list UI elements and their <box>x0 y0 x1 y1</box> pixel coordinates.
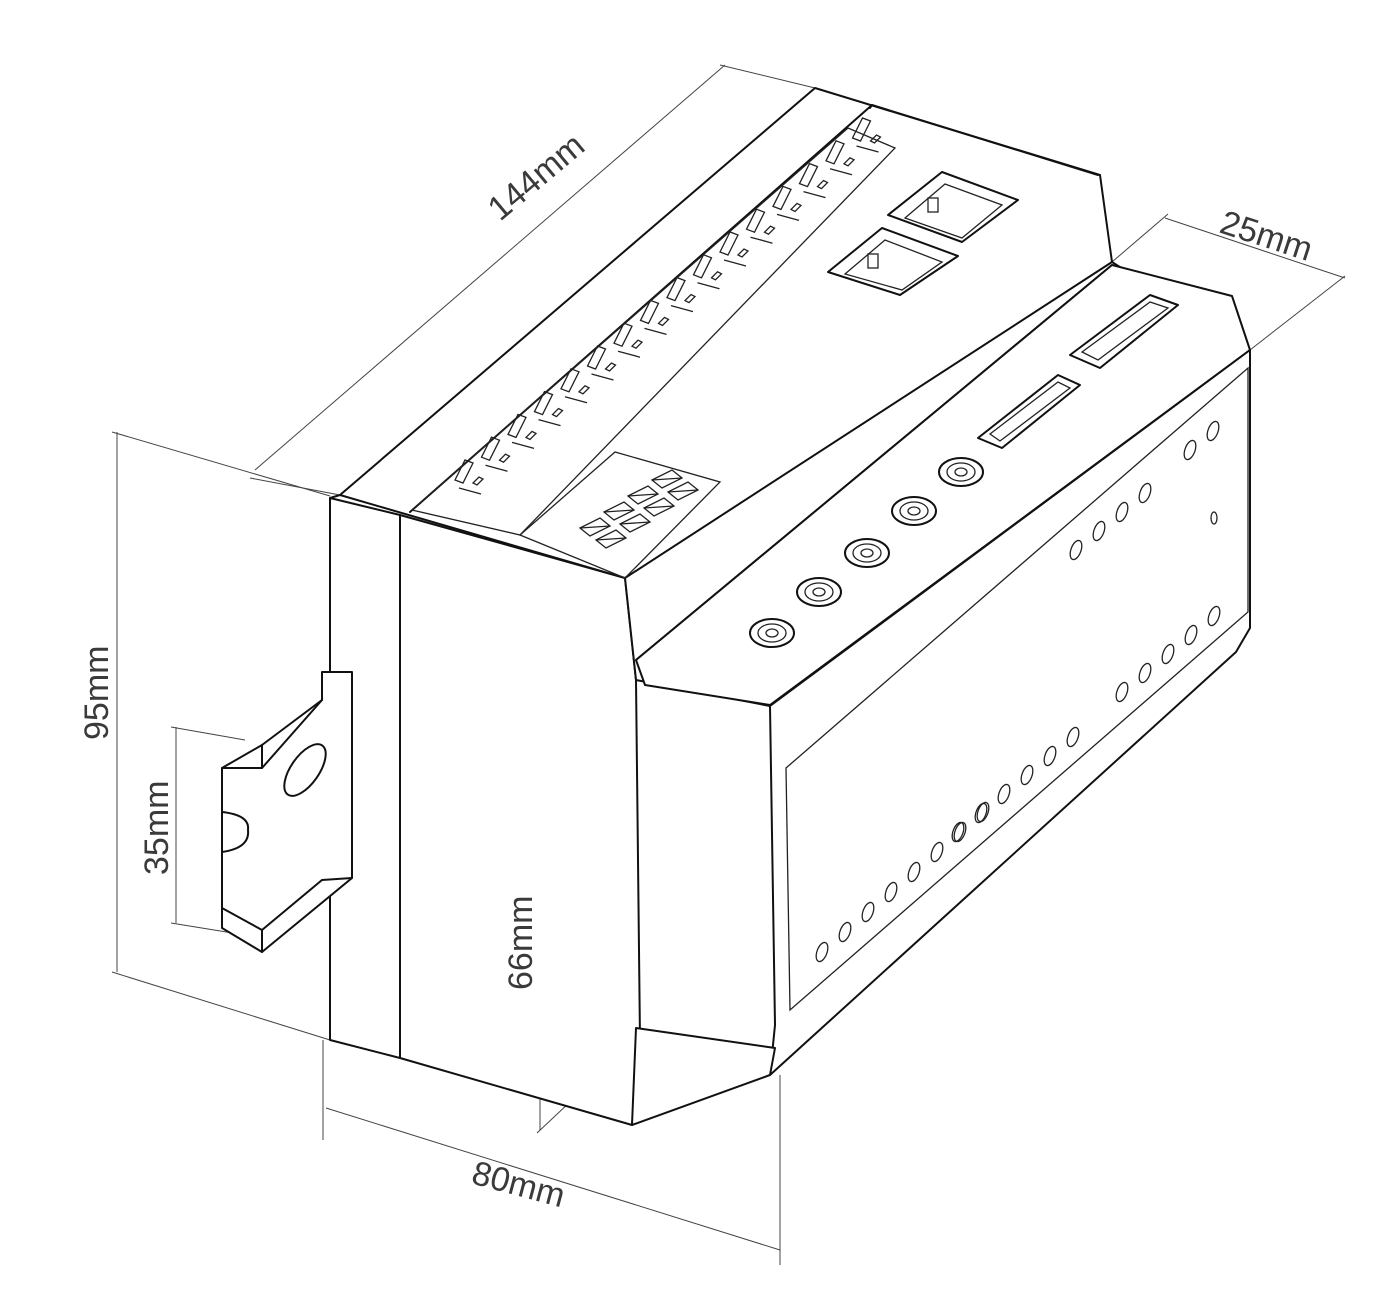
module-housing <box>329 87 1251 1126</box>
front-terminal-holes <box>815 420 1221 963</box>
vent-slot <box>594 529 628 549</box>
terminal-hole <box>838 921 852 943</box>
terminal-pin <box>772 185 803 222</box>
terminal-pin <box>613 322 644 358</box>
status-led <box>796 577 842 607</box>
slot-connector-upper[interactable] <box>1069 294 1179 369</box>
length-dimension-label: 144mm <box>481 126 592 228</box>
terminal-pin <box>586 345 617 381</box>
depth-dimension-label: 80mm <box>468 1154 569 1215</box>
ventilation-grill <box>578 469 700 549</box>
rail-dimension-label: 35mm <box>138 781 176 875</box>
terminal-hole <box>1115 681 1129 703</box>
terminal-hole <box>1207 605 1221 627</box>
terminal-pin <box>692 253 723 290</box>
status-led <box>749 618 795 648</box>
terminal-pin <box>825 139 856 176</box>
terminal-hole <box>1020 764 1034 786</box>
status-led-row <box>749 457 984 648</box>
terminal-hole <box>951 821 965 843</box>
terminal-hole <box>997 783 1011 805</box>
terminal-hole <box>1092 520 1106 542</box>
terminal-hole <box>861 901 875 923</box>
terminal-hole <box>1184 624 1198 646</box>
terminal-hole <box>1206 420 1220 442</box>
terminal-pin <box>454 459 485 495</box>
status-led <box>891 496 937 526</box>
terminal-pin <box>719 231 750 267</box>
vent-slot <box>666 481 700 501</box>
vent-slot <box>626 485 660 505</box>
status-led <box>844 538 890 568</box>
vent-slot <box>650 469 684 489</box>
terminal-pin <box>639 299 670 336</box>
rj45-port-upper[interactable] <box>887 171 1019 243</box>
terminal-hole <box>1069 539 1083 561</box>
terminal-pin <box>480 436 511 472</box>
vent-slot <box>618 513 652 533</box>
terminal-pin <box>560 367 591 404</box>
terminal-hole <box>1115 501 1129 523</box>
terminal-hole <box>815 941 829 963</box>
terminal-hole <box>1210 511 1218 525</box>
terminal-pin <box>745 208 776 244</box>
terminal-pin <box>798 162 829 199</box>
terminal-pin <box>507 413 538 450</box>
terminal-hole <box>1043 745 1057 767</box>
terminal-hole <box>1161 643 1175 665</box>
vent-slot <box>642 497 676 517</box>
terminal-hole <box>1183 439 1197 461</box>
rj45-port-lower[interactable] <box>827 227 959 296</box>
din-rail <box>221 671 353 953</box>
height-dimension-label: 95mm <box>78 646 116 740</box>
vent-slot <box>602 501 636 521</box>
terminal-hole <box>1138 662 1152 684</box>
terminal-hole <box>1066 726 1080 748</box>
status-led <box>938 457 984 487</box>
terminal-hole <box>907 861 921 883</box>
terminal-hole <box>930 841 944 863</box>
slot-connector-lower[interactable] <box>977 374 1081 449</box>
terminal-pin <box>851 117 882 153</box>
width-dimension-label: 25mm <box>1216 203 1318 268</box>
terminal-hole <box>884 881 898 903</box>
terminal-hole <box>976 801 990 823</box>
terminal-pin <box>533 390 564 427</box>
terminal-connectors <box>454 117 882 495</box>
vent-slot <box>578 517 612 537</box>
terminal-pin <box>666 276 697 313</box>
front-height-dimension-label: 66mm <box>502 896 540 990</box>
terminal-hole <box>1138 482 1152 504</box>
terminal-hole <box>974 802 988 824</box>
